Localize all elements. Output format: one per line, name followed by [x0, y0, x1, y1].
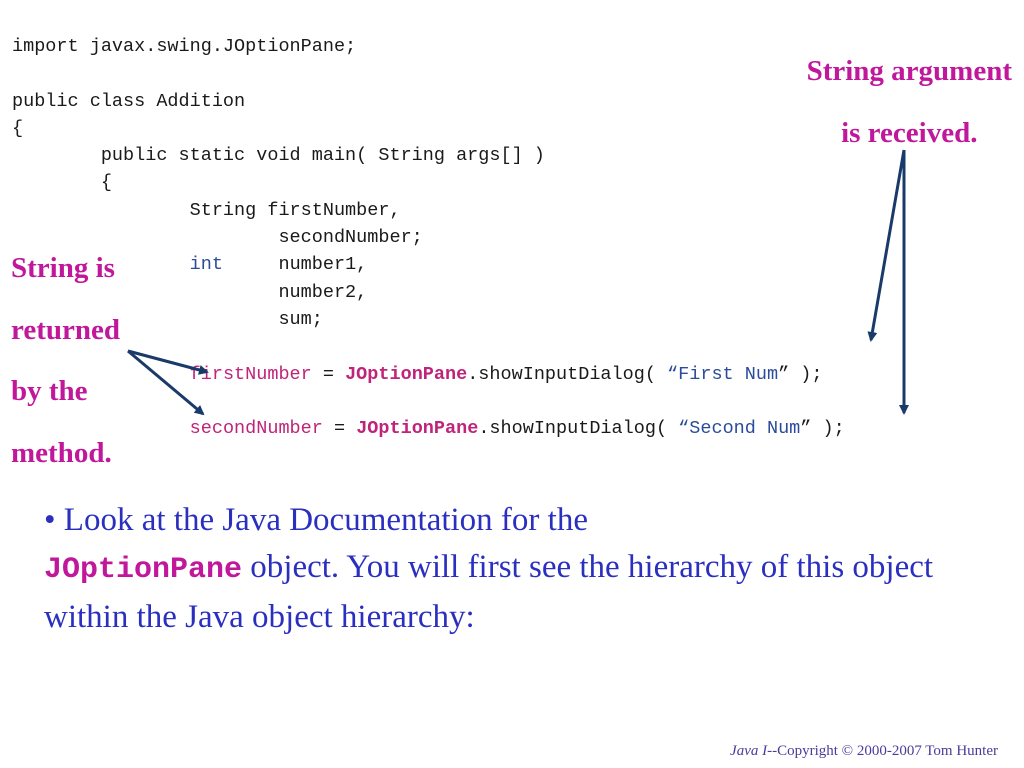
joptionpane-class: JOptionPane: [356, 418, 479, 440]
call-end: ” );: [778, 363, 823, 385]
assign-op: =: [322, 418, 357, 440]
call-end: ” );: [800, 418, 845, 440]
callout-left-line-1: String is: [11, 252, 115, 284]
code-line-main: public static void main( String args[] ): [12, 145, 545, 167]
code-line-main-brace: {: [12, 172, 112, 194]
code-line-first-input: firstNumber = JOptionPane.showInputDialo…: [12, 361, 845, 388]
code-line-open-brace: {: [12, 117, 24, 139]
callout-string-returned: String is returned by the method.: [11, 238, 120, 484]
callout-right-line-1: String argument: [806, 55, 1012, 87]
arrow-to-first-num-arg: [867, 149, 906, 342]
callout-left-line-2: returned: [11, 313, 121, 346]
code-line-int-decl: int number1,: [12, 251, 845, 278]
code-line-string-decl: String firstNumber,: [12, 199, 401, 221]
int-keyword: int: [189, 254, 223, 276]
first-num-string: “First Num: [667, 363, 779, 385]
arrow-to-first-input: [127, 349, 209, 375]
code-listing: import javax.swing.JOptionPane; public cl…: [12, 33, 845, 442]
bullet-text-prefix: • Look at the Java Documentation for the: [44, 502, 588, 538]
code-line-second-input: secondNumber = JOptionPane.showInputDial…: [12, 415, 845, 442]
joptionpane-term: JOptionPane: [44, 553, 243, 587]
code-line-number2: number2,: [12, 281, 368, 303]
callout-left-line-3: by the: [11, 375, 88, 407]
arrow-to-second-input: [127, 349, 205, 416]
callout-string-argument: String argument is received.: [807, 40, 1012, 164]
code-line-sum: sum;: [12, 308, 323, 330]
method-call: .showInputDialog(: [467, 363, 668, 385]
footer-copyright: --Copyright © 2000-2007 Tom Hunter: [767, 743, 998, 759]
callout-right-line-2: is received.: [841, 117, 978, 149]
assign-op: =: [311, 363, 346, 385]
first-number-var: firstNumber: [189, 363, 312, 385]
joptionpane-class: JOptionPane: [345, 363, 468, 385]
second-number-var: secondNumber: [189, 418, 323, 440]
code-line-import: import javax.swing.JOptionPane;: [12, 36, 357, 57]
second-num-string: “Second Num: [678, 418, 801, 440]
code-line-class: public class Addition: [12, 90, 246, 112]
copyright-footer: Java I--Copyright © 2000-2007 Tom Hunter: [730, 743, 998, 760]
bullet-text-suffix: object. You will first see the hierarchy…: [44, 549, 934, 635]
callout-left-line-4: method.: [11, 436, 112, 469]
code-line-second-number: secondNumber;: [12, 227, 423, 249]
bullet-paragraph: • Look at the Java Documentation for the…: [44, 497, 944, 641]
footer-course-name: Java I: [730, 743, 768, 759]
method-call: .showInputDialog(: [478, 418, 679, 440]
number1-decl: number1,: [222, 254, 368, 276]
